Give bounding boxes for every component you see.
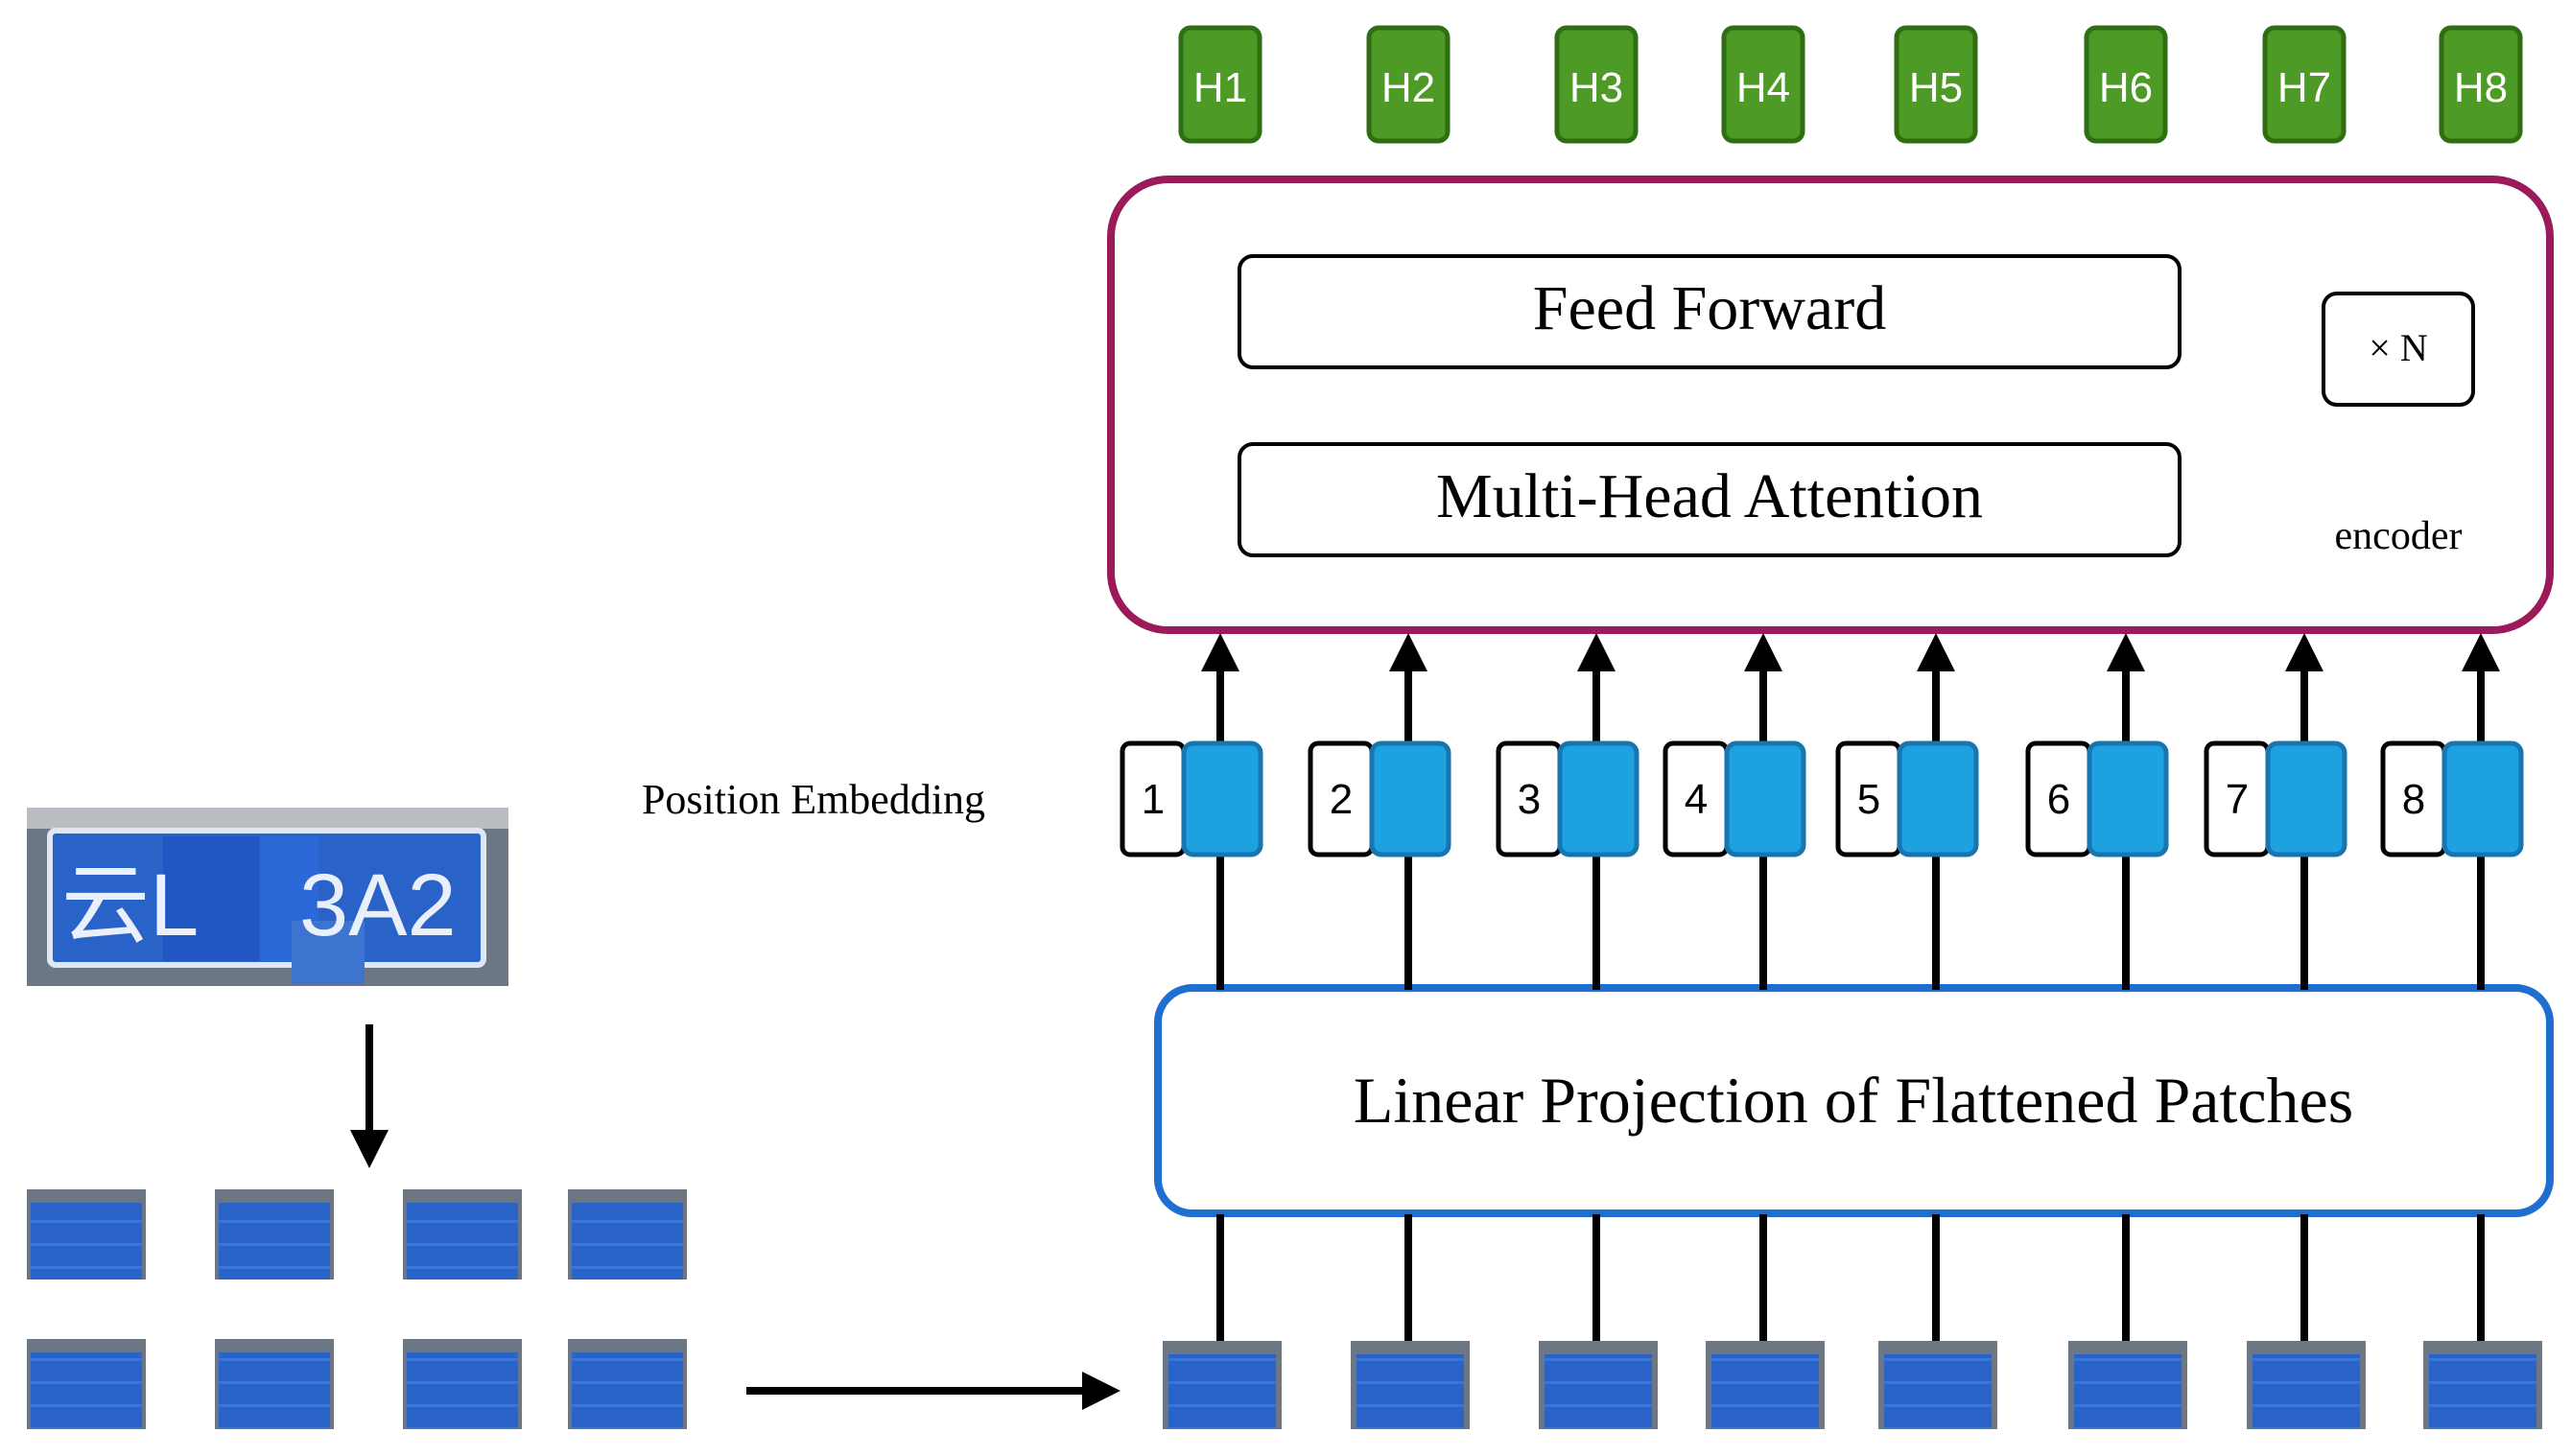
- plate-mask-1: [163, 836, 259, 961]
- patch-content: [1711, 1354, 1819, 1429]
- patch-content: [1168, 1354, 1276, 1429]
- encoder-label: encoder: [2335, 514, 2463, 558]
- plate-characters-left: 云L: [61, 857, 199, 954]
- position-number: 8: [2402, 776, 2425, 823]
- projection-label: Linear Projection of Flattened Patches: [1354, 1064, 2353, 1137]
- plate-characters-right: 3A2: [299, 857, 457, 954]
- head-badge: [2439, 25, 2523, 144]
- patch-embedding-box: [1897, 740, 1979, 857]
- grid-patch-content: [572, 1203, 683, 1280]
- patch-embedding-box: [1557, 740, 1639, 857]
- projection-border: [1154, 984, 2554, 1217]
- patch-grid: [27, 1189, 687, 1429]
- patch-embedding-box: [2265, 740, 2347, 857]
- patch-embedding-box: [1181, 740, 1263, 857]
- head-badge: [1366, 25, 1451, 144]
- position-embedding-label: Position Embedding: [642, 776, 985, 823]
- head-label: H8: [2454, 64, 2508, 111]
- grid-patch-content: [219, 1352, 330, 1429]
- position-number: 1: [1142, 776, 1165, 823]
- multi-head-attention-box: [1238, 442, 2182, 557]
- grid-patch-content: [219, 1203, 330, 1280]
- repeat-n-box: [2322, 292, 2475, 407]
- position-number: 6: [2047, 776, 2070, 823]
- projection-block: Linear Projection of Flattened Patches: [1154, 984, 2554, 1217]
- patch-content: [2253, 1354, 2360, 1429]
- patch-content: [1884, 1354, 1992, 1429]
- patch-content: [1356, 1354, 1464, 1429]
- position-number: 3: [1518, 776, 1541, 823]
- grid-patch-content: [31, 1203, 142, 1280]
- head-badge: [1894, 25, 1978, 144]
- grid-patch-content: [407, 1203, 518, 1280]
- position-number: 2: [1330, 776, 1353, 823]
- token-columns: H1 1 H2 2 H3 3 H4 4 H5 5 H6 6 H7 7 H8 8: [1120, 25, 2542, 1429]
- head-label: H7: [2277, 64, 2331, 111]
- feed-forward-box: [1238, 254, 2182, 369]
- patch-embedding-box: [2087, 740, 2169, 857]
- grid-patch-content: [31, 1352, 142, 1429]
- head-badge: [1721, 25, 1805, 144]
- grid-patch-content: [407, 1352, 518, 1429]
- plate-top-edge: [27, 808, 508, 829]
- encoder-block: Feed Forward Multi-Head Attention × N en…: [1107, 176, 2554, 634]
- position-number: 5: [1857, 776, 1880, 823]
- head-label: H3: [1569, 64, 1623, 111]
- position-number: 4: [1685, 776, 1708, 823]
- patch-content: [2074, 1354, 2182, 1429]
- head-label: H5: [1909, 64, 1963, 111]
- head-badge: [1178, 25, 1262, 144]
- patch-content: [1545, 1354, 1652, 1429]
- grid-patch-content: [572, 1352, 683, 1429]
- head-badge: [2084, 25, 2168, 144]
- head-label: H1: [1193, 64, 1247, 111]
- patch-embedding-box: [2441, 740, 2524, 857]
- patch-embedding-box: [1724, 740, 1806, 857]
- plate-mask-3: [292, 921, 365, 984]
- patch-content: [2429, 1354, 2536, 1429]
- license-plate-image: 云L 3A2: [27, 808, 508, 986]
- head-label: H4: [1736, 64, 1790, 111]
- multi-head-attention-label: Multi-Head Attention: [1436, 461, 1983, 531]
- head-badge: [2262, 25, 2347, 144]
- repeat-n-label: × N: [2369, 326, 2427, 369]
- patch-embedding-box: [1369, 740, 1451, 857]
- position-number: 7: [2226, 776, 2249, 823]
- head-label: H2: [1381, 64, 1435, 111]
- feed-forward-label: Feed Forward: [1533, 273, 1886, 343]
- head-badge: [1554, 25, 1639, 144]
- head-label: H6: [2099, 64, 2153, 111]
